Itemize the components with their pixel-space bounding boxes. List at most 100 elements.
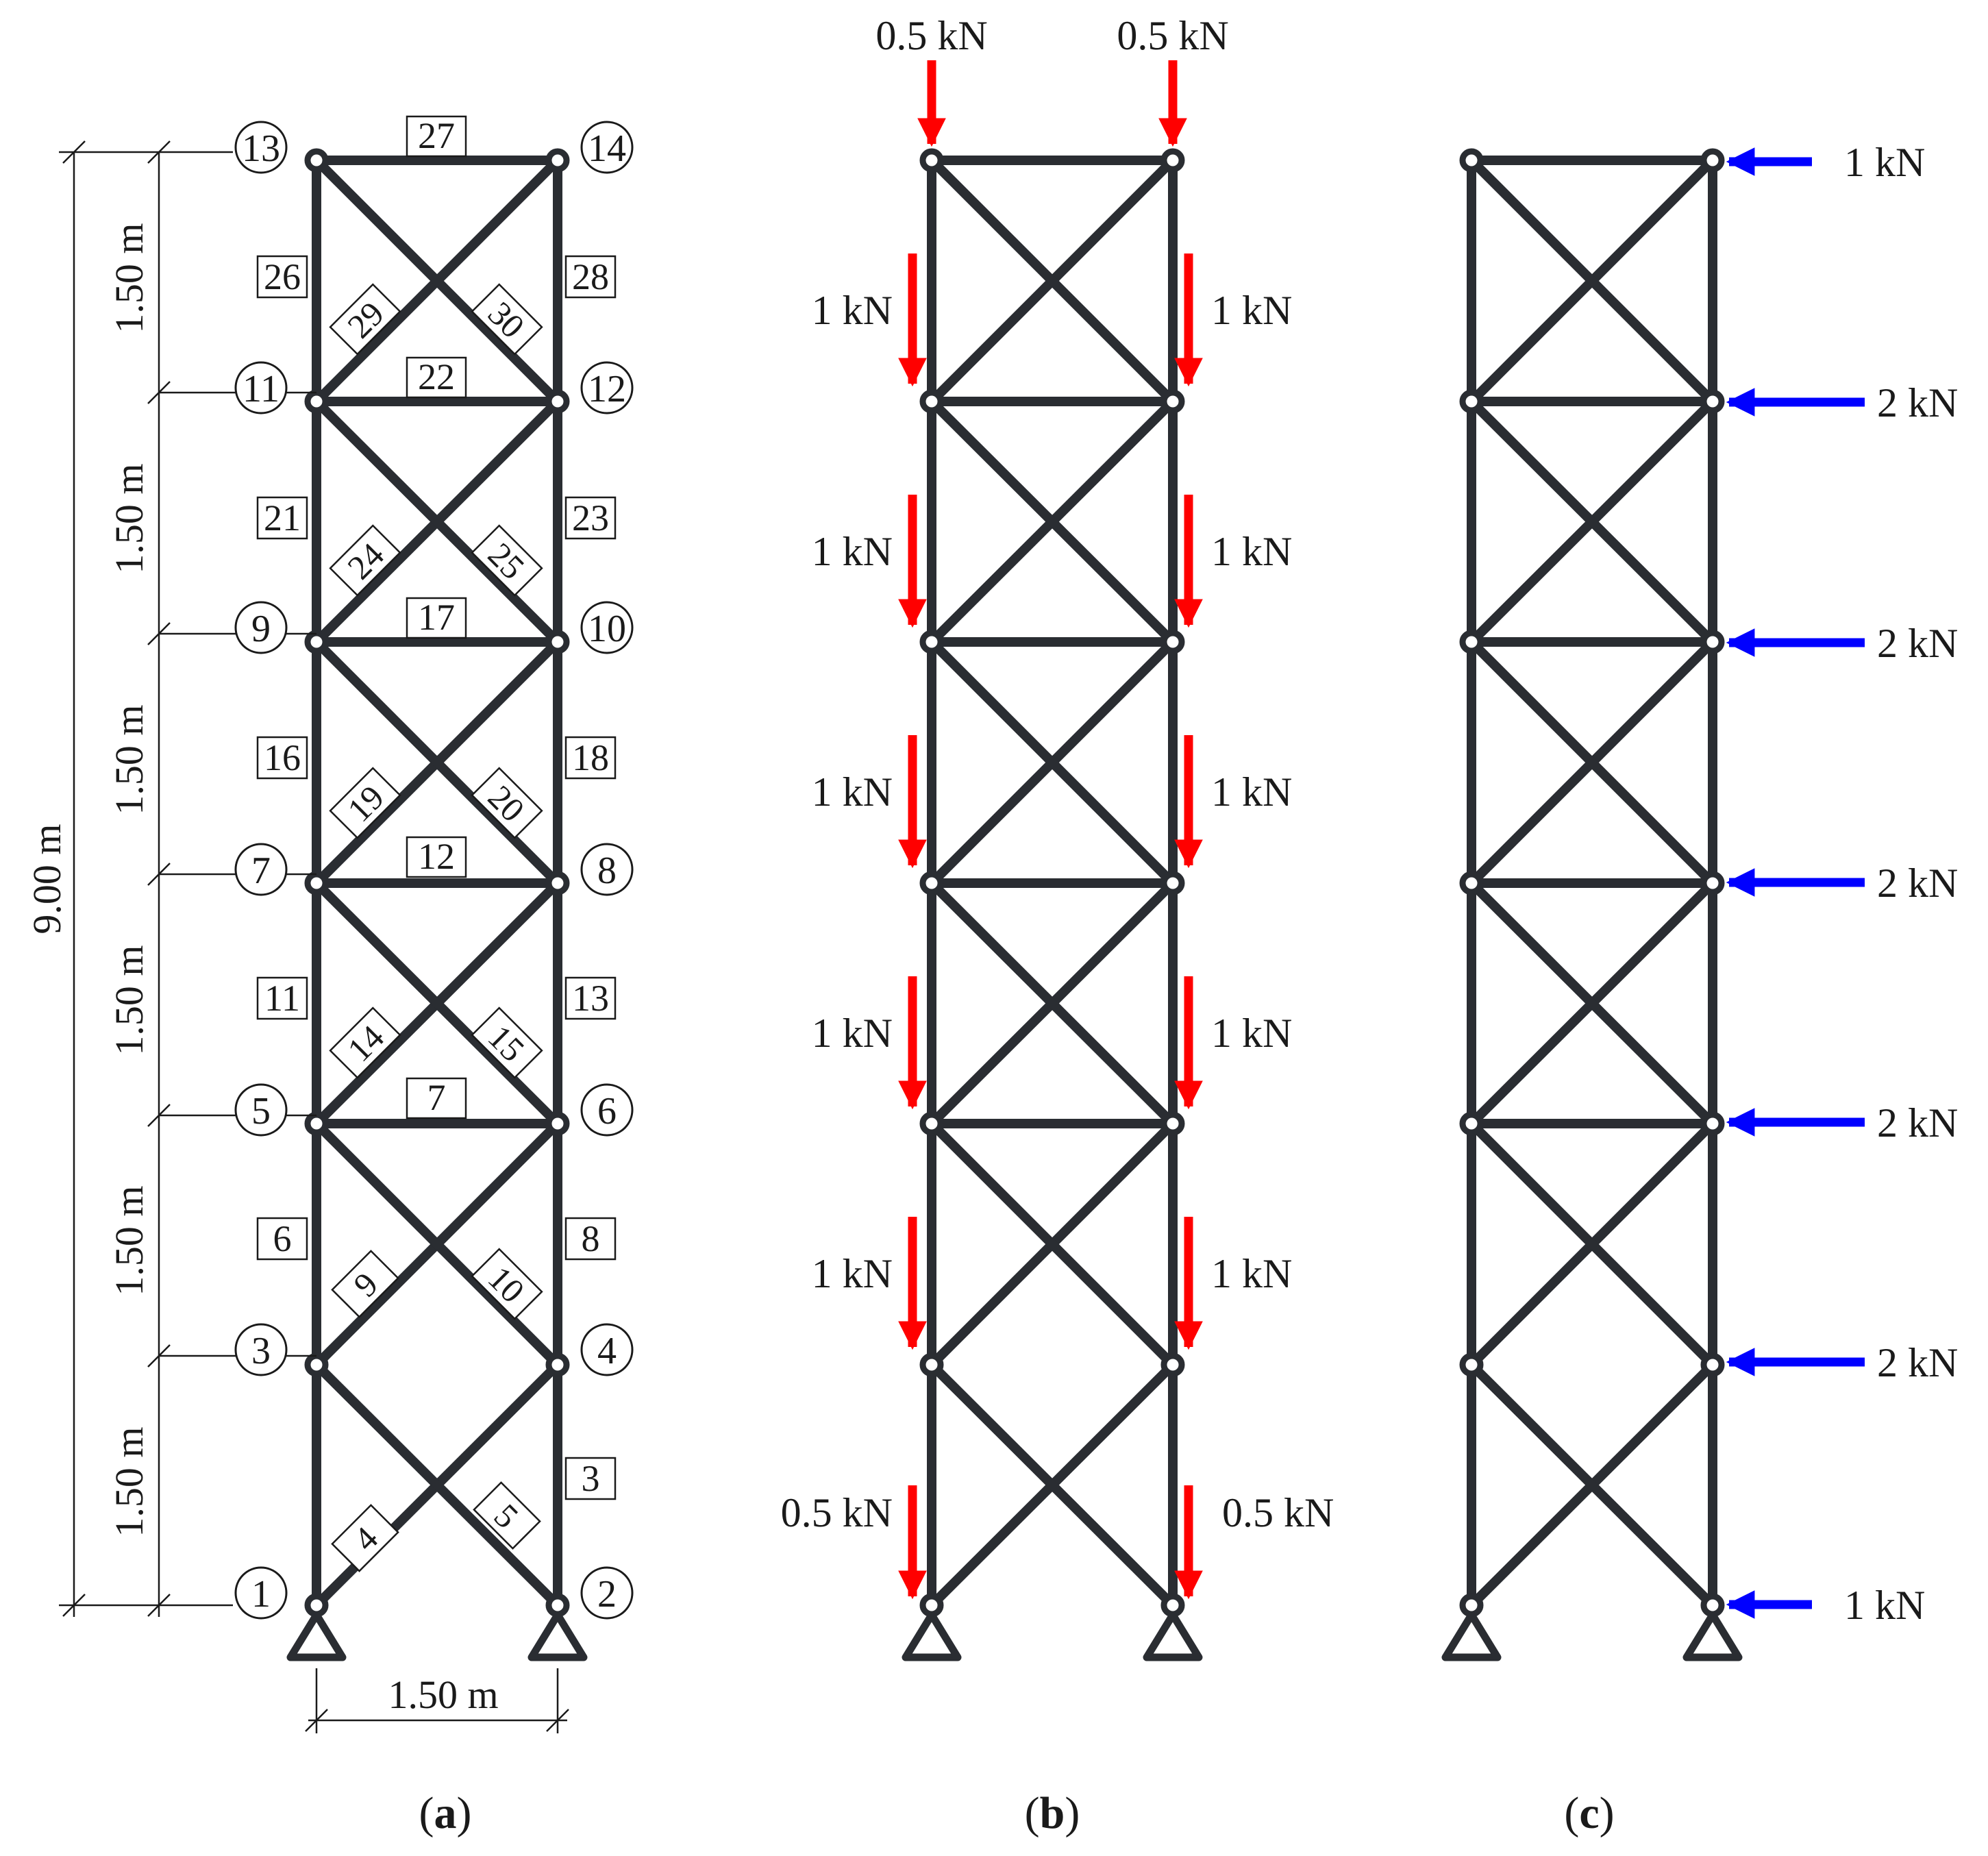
joint (1700, 1352, 1725, 1377)
member-label: 19 (329, 767, 401, 839)
member-label: 27 (406, 115, 467, 158)
caption-a-letter: a (434, 1788, 457, 1838)
node-label-text: 8 (597, 850, 617, 892)
joint (1459, 630, 1484, 654)
node-labels: 1 2 3 4 5 6 7 8 9 10 11 12 13 14 (234, 121, 634, 1620)
caption-a: (a) (419, 1788, 472, 1838)
diagonal-member (1468, 398, 1716, 645)
joint (304, 1352, 329, 1377)
dimension-total-height-label: 9.00 m (25, 824, 69, 934)
node-label-text: 3 (251, 1330, 271, 1372)
joint (304, 389, 329, 414)
caption-b-letter: b (1040, 1788, 1065, 1838)
joint (1700, 389, 1725, 414)
member-label: 15 (471, 1006, 543, 1079)
member-label-text: 3 (582, 1458, 600, 1499)
load-label: 2 kN (1877, 380, 1958, 425)
node-label: 1 (234, 1566, 288, 1620)
load-label: 1 kN (1844, 140, 1925, 185)
gravity-load-labels: 0.5 kN 0.5 kN 1 kN 1 kN 1 kN 1 kN 1 kN 1… (781, 13, 1334, 1535)
diagonal-member (313, 1361, 561, 1609)
node-label: 8 (580, 843, 634, 896)
member-label-text: 7 (427, 1077, 446, 1118)
joint (1160, 1352, 1185, 1377)
dimension-total-height (59, 140, 233, 1617)
load-label: 1 kN (812, 1011, 893, 1056)
load-label: 1 kN (1211, 769, 1292, 815)
diagonal-member (313, 639, 561, 887)
panel-b-members (902, 148, 1203, 1661)
joint (919, 389, 944, 414)
load-label: 1 kN (1211, 1011, 1292, 1056)
member-label: 18 (564, 736, 617, 780)
node-label-text: 12 (588, 368, 626, 410)
joint (304, 1111, 329, 1136)
member-label: 4 (331, 1504, 399, 1572)
load-label: 1 kN (812, 288, 893, 333)
lateral-load-labels: 1 kN 2 kN 2 kN 2 kN 2 kN 2 kN 1 kN (1844, 140, 1958, 1628)
joint (1160, 630, 1185, 654)
pin-support (286, 1611, 347, 1661)
load-label: 0.5 kN (781, 1490, 893, 1535)
load-label: 1 kN (1211, 288, 1292, 333)
pin-support (1441, 1611, 1502, 1661)
load-label: 0.5 kN (875, 13, 987, 58)
member-label: 22 (406, 356, 467, 399)
member-label-text: 28 (572, 256, 609, 297)
joint (1459, 148, 1484, 173)
member-label-text: 17 (418, 597, 455, 638)
member-label-text: 8 (582, 1218, 600, 1259)
node-label-text: 11 (243, 368, 279, 410)
joint (1459, 871, 1484, 895)
dimension-panel-height-label: 1.50 m (107, 1426, 151, 1537)
joint (1160, 871, 1185, 895)
node-label-text: 9 (251, 608, 271, 650)
joint (919, 1352, 944, 1377)
member-label-text: 27 (418, 115, 455, 156)
diagonal-member (928, 1361, 1176, 1609)
member-label-text: 21 (264, 497, 301, 539)
member-label: 16 (256, 736, 308, 780)
diagonal-member (313, 1120, 561, 1368)
joint (1700, 1111, 1725, 1136)
panel-a: 9.00 m 1.50 m 1.50 m 1.50 m 1.50 m (25, 115, 634, 1838)
diagonal-member (928, 639, 1176, 887)
caption-c: (c) (1564, 1788, 1614, 1838)
member-label-text: 6 (273, 1218, 292, 1259)
joint (545, 1111, 570, 1136)
node-label: 11 (234, 361, 288, 414)
pin-support (527, 1611, 588, 1661)
node-label: 10 (580, 601, 634, 654)
load-label: 1 kN (1211, 529, 1292, 574)
member-label-text: 22 (418, 356, 455, 397)
member-label: 11 (256, 976, 308, 1020)
dimension-width (305, 1668, 569, 1733)
member-label: 7 (406, 1077, 467, 1119)
diagonal-member (928, 1120, 1176, 1368)
joint (545, 389, 570, 414)
load-label: 2 kN (1877, 1340, 1958, 1385)
member-label: 5 (473, 1481, 541, 1550)
load-label: 1 kN (812, 1251, 893, 1296)
dimension-panel-height-label: 1.50 m (107, 223, 151, 333)
member-label-text: 11 (264, 978, 300, 1019)
node-label: 12 (580, 361, 634, 414)
member-label: 28 (564, 255, 617, 299)
member-label: 9 (331, 1250, 399, 1318)
member-label: 14 (329, 1006, 401, 1079)
diagonal-member (928, 398, 1176, 645)
member-label: 10 (471, 1248, 543, 1320)
load-label: 1 kN (1844, 1583, 1925, 1628)
member-label: 17 (406, 597, 467, 639)
node-label-text: 2 (597, 1573, 617, 1616)
joint (545, 871, 570, 895)
joint (1459, 1352, 1484, 1377)
node-label: 3 (234, 1323, 288, 1376)
node-label-text: 1 (251, 1573, 271, 1616)
node-label-text: 14 (588, 127, 626, 170)
pin-support (1682, 1611, 1743, 1661)
load-label: 2 kN (1877, 621, 1958, 666)
member-label-text: 23 (572, 497, 609, 539)
